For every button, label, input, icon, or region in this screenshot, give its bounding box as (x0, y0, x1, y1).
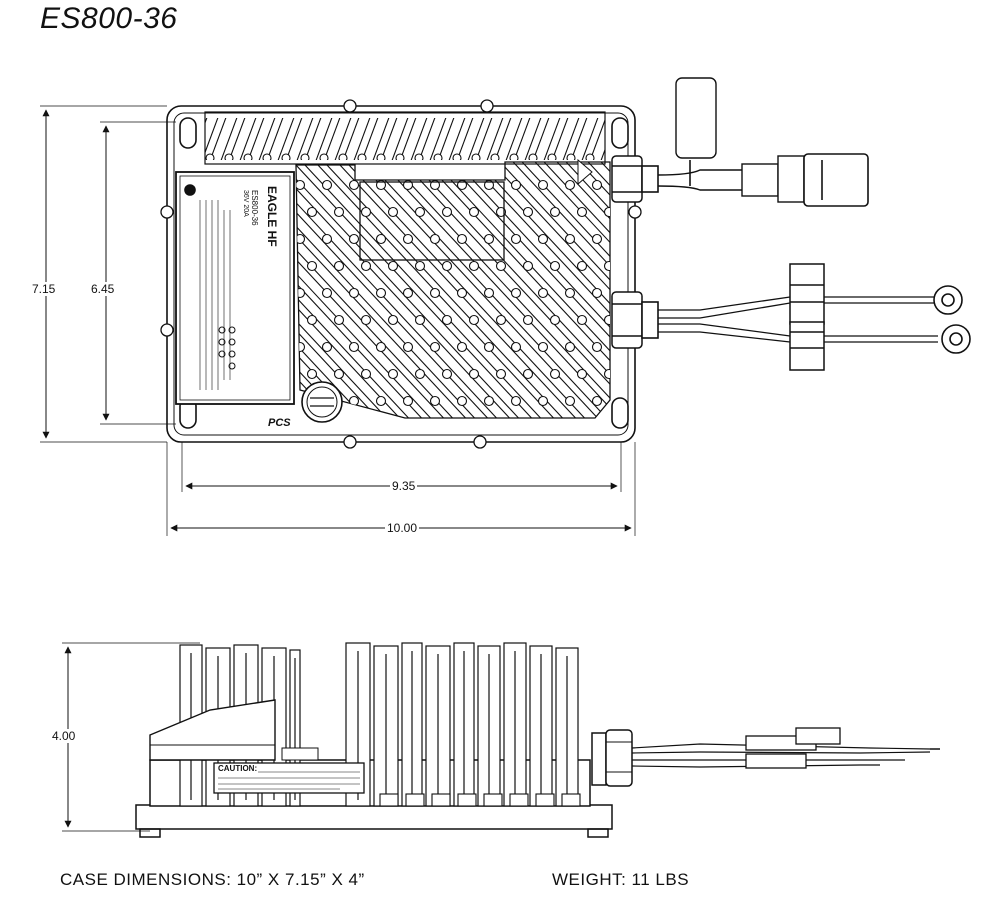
pcs-logo: PCS (268, 417, 291, 429)
cable-gland (611, 291, 643, 349)
mounting-slot (611, 397, 629, 429)
base-plate (135, 804, 613, 830)
plug-connector (803, 153, 869, 207)
plate-model: ES800-36 (250, 190, 259, 226)
dim-7-15: 7.15 (30, 282, 58, 296)
side-view (135, 642, 940, 838)
case-outline (166, 105, 636, 443)
ring-terminal (933, 285, 963, 315)
weight-text: WEIGHT: 11 LBS (552, 870, 690, 889)
case-dimensions-text: CASE DIMENSIONS: 10” X 7.15” X 4” (60, 870, 365, 889)
drawing-title: ES800-36 (40, 2, 178, 35)
plate-brand: EAGLE HF (265, 186, 279, 247)
ring-terminal (941, 324, 971, 354)
tag-label (675, 77, 717, 159)
dim-10-00: 10.00 (385, 521, 420, 535)
dim-4-00: 4.00 (50, 729, 78, 743)
mounting-slot (611, 117, 629, 149)
dim-6-45: 6.45 (89, 282, 117, 296)
cable-gland-side (605, 729, 633, 787)
caution-text: CAUTION: (218, 764, 257, 773)
cable-gland (611, 155, 643, 203)
dim-9-35: 9.35 (390, 479, 418, 493)
top-view (160, 77, 971, 449)
plate-rating: 36V 20A (242, 190, 249, 217)
mounting-slot (179, 117, 197, 149)
